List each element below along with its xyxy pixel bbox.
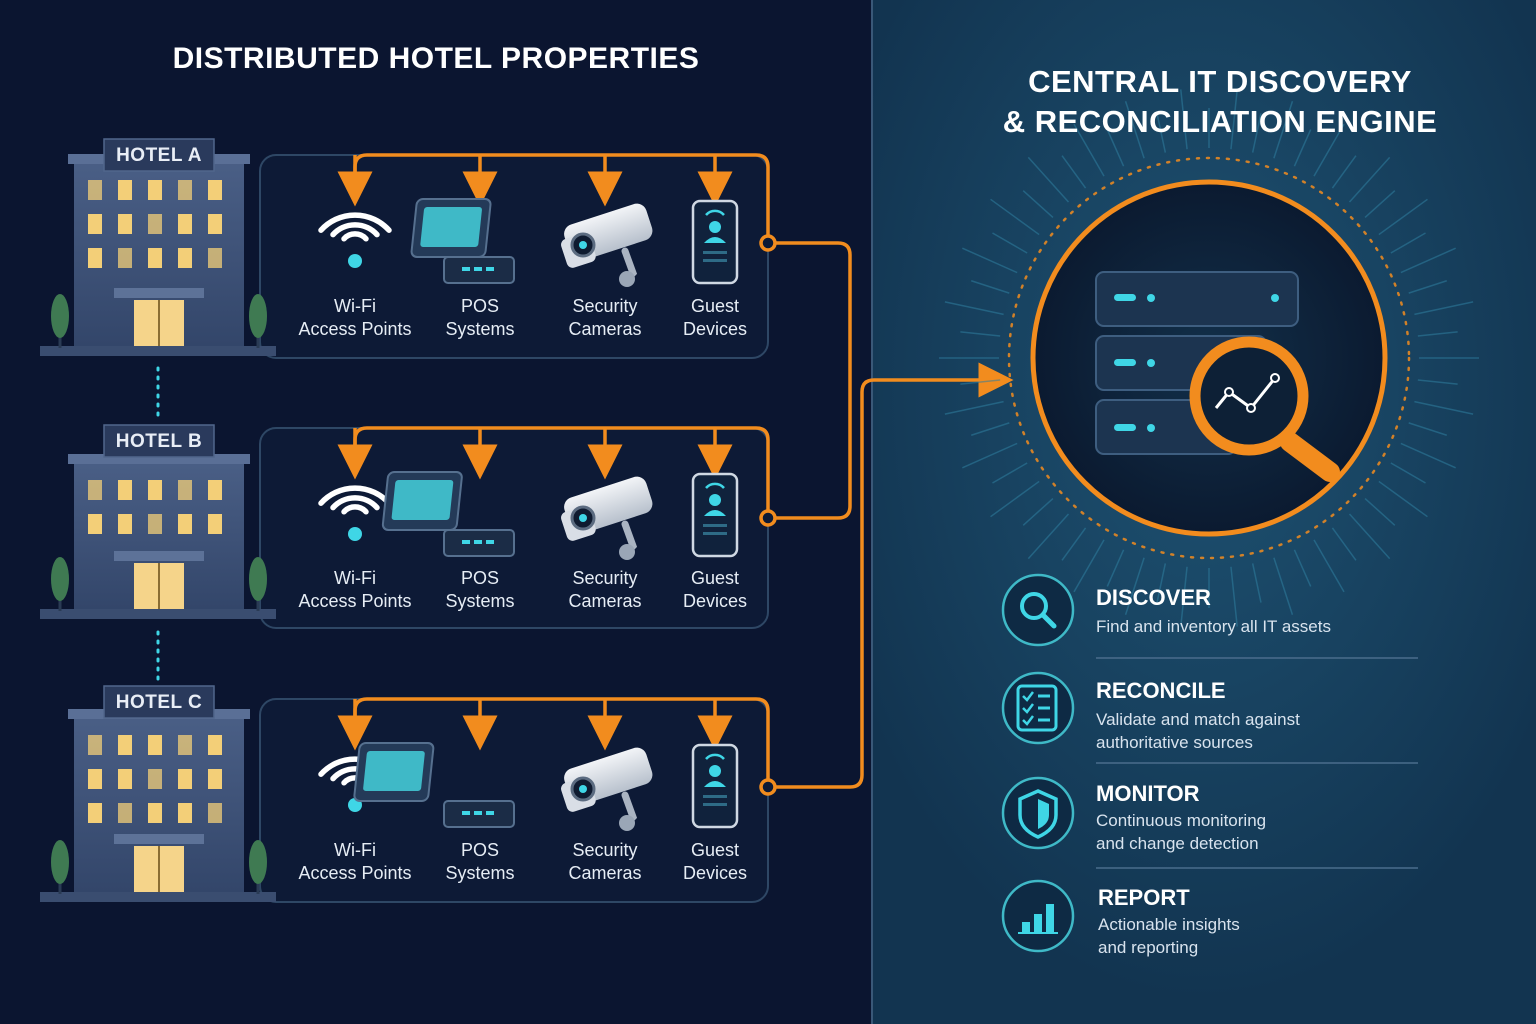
device-row (318, 697, 770, 831)
hotel-c-building (40, 685, 276, 902)
bar-chart-icon (1001, 879, 1075, 953)
hotel-c-port (759, 778, 777, 796)
checklist-icon (1001, 671, 1075, 745)
hotel-b-port (759, 509, 777, 527)
hotel-c-label: HOTEL C (115, 692, 203, 713)
central-engine-icon (939, 89, 1479, 627)
smartphone-icon (691, 199, 739, 285)
hotel-a-label: HOTEL A (116, 145, 202, 166)
hotel-c-link (766, 362, 1014, 789)
shield-icon (1001, 776, 1075, 850)
device-row (318, 153, 770, 287)
right-title-line2: & RECONCILIATION ENGINE (1002, 104, 1438, 139)
hotel-b-building (40, 424, 276, 619)
hotel-a-building (40, 138, 276, 356)
feature-discover-title: DISCOVER (1096, 585, 1211, 610)
hotel-b-label: HOTEL B (115, 431, 203, 452)
wifi-icon (318, 485, 392, 541)
magnifier-icon (1001, 573, 1075, 647)
pos-terminal-icon (353, 742, 515, 828)
hotel-a-link (766, 241, 852, 520)
wifi-icon (318, 212, 392, 268)
right-title-line1: CENTRAL IT DISCOVERY (1028, 64, 1412, 99)
feature-reconcile-title: RECONCILE (1096, 678, 1226, 703)
feature-report-title: REPORT (1098, 885, 1190, 910)
right-title: CENTRAL IT DISCOVERY & RECONCILIATION EN… (900, 62, 1536, 142)
feature-discover-desc: Find and inventory all IT assets (1096, 617, 1331, 636)
hotel-a-port (759, 234, 777, 252)
smartphone-icon (691, 472, 739, 558)
feature-monitor-title: MONITOR (1096, 781, 1200, 806)
pos-terminal-icon (381, 471, 515, 557)
pos-terminal-icon (410, 198, 515, 284)
smartphone-icon (691, 743, 739, 829)
left-title: DISTRIBUTED HOTEL PROPERTIES (172, 42, 700, 75)
device-row (318, 426, 770, 560)
security-camera-icon (561, 476, 653, 560)
security-camera-icon (561, 747, 653, 831)
security-camera-icon (561, 203, 653, 287)
